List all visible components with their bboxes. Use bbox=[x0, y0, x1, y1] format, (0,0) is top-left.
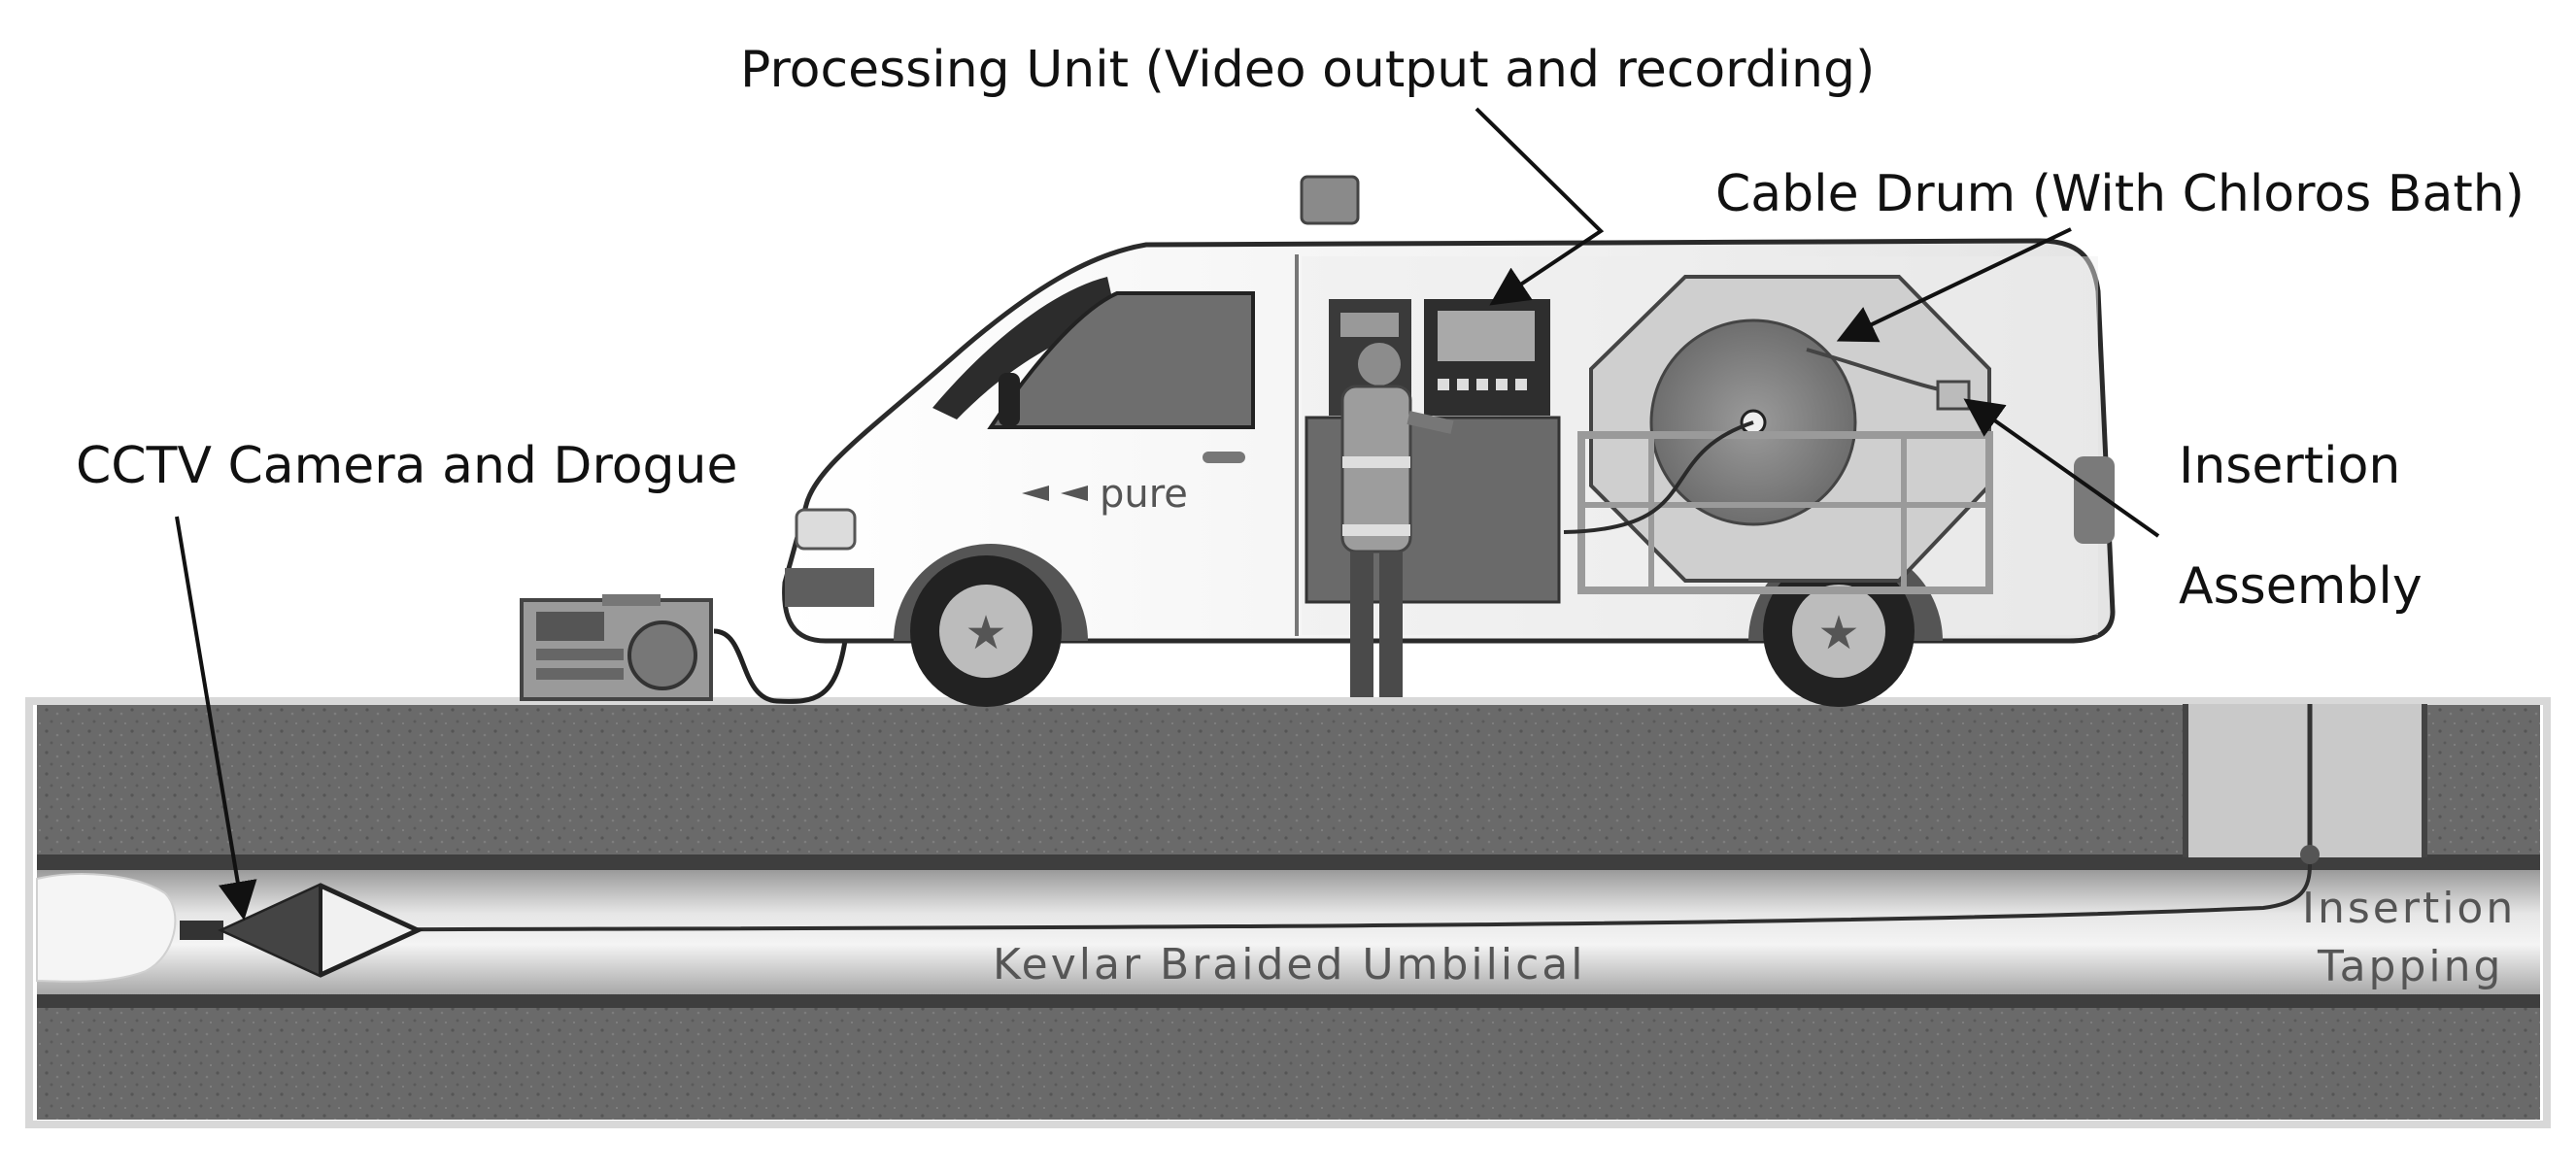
front-bumper bbox=[785, 568, 874, 607]
pipe-bottom-wall bbox=[37, 994, 2540, 1008]
pipe-bore bbox=[37, 870, 2540, 994]
pipe-top-wall bbox=[37, 855, 2540, 870]
cctv-camera-label: CCTV Camera and Drogue bbox=[76, 437, 738, 495]
cable-drum bbox=[1563, 275, 1993, 594]
generator bbox=[520, 594, 848, 704]
pure-logo: pure bbox=[1022, 472, 1188, 517]
insertion-tapping-label-line1: Insertion bbox=[2302, 884, 2517, 933]
door-handle bbox=[1203, 452, 1245, 463]
insertion-assembly-label-line2: Assembly bbox=[2179, 557, 2423, 616]
arrow-cctv bbox=[175, 516, 257, 921]
processing-unit-label: Processing Unit (Video output and record… bbox=[740, 41, 1876, 99]
pure-logo-text: pure bbox=[1100, 472, 1188, 517]
cable-drum-label: Cable Drum (With Chloros Bath) bbox=[1715, 165, 2525, 223]
insertion-tapping-label-line2: Tapping bbox=[2318, 942, 2504, 991]
operator bbox=[1340, 343, 1454, 697]
side-mirror bbox=[999, 373, 1020, 426]
umbilical-cable bbox=[193, 863, 2312, 932]
roof-beacon bbox=[1300, 175, 1360, 225]
windshield bbox=[932, 277, 1117, 419]
callout-arrows bbox=[175, 107, 2160, 921]
arrow-cable-drum bbox=[1836, 227, 2072, 343]
insertion-assembly-label-line1: Insertion bbox=[2179, 437, 2401, 495]
ground-border bbox=[25, 697, 2551, 1128]
monitor-screen bbox=[1438, 311, 1535, 361]
ground-lower-layer bbox=[37, 1005, 2540, 1120]
cctv-camera-drogue bbox=[36, 873, 424, 983]
insertion-assembly-unit bbox=[1936, 380, 1971, 411]
insertion-pit bbox=[2183, 704, 2427, 864]
arrow-processing-unit bbox=[1474, 107, 1605, 306]
side-window bbox=[987, 291, 1255, 429]
front-wheel: ★ bbox=[894, 544, 1088, 707]
arrow-insertion-assembly bbox=[1963, 398, 2160, 538]
svg-text:★: ★ bbox=[965, 606, 1006, 660]
kevlar-umbilical-label: Kevlar Braided Umbilical bbox=[993, 940, 1586, 989]
ground bbox=[25, 697, 2551, 1128]
rear-light bbox=[2074, 456, 2115, 544]
svg-text:★: ★ bbox=[1817, 606, 1859, 660]
ground-upper-layer bbox=[37, 704, 2540, 859]
